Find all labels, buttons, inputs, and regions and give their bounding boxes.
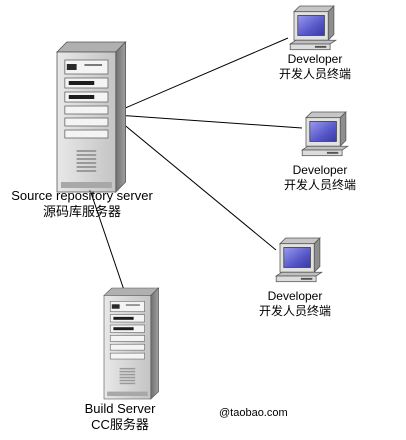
developer-1-label-en: Developer	[287, 52, 343, 66]
developer-2-label: Developer 开发人员终端	[275, 163, 365, 193]
developer-1-label-zh: 开发人员终端	[278, 67, 351, 81]
edge-source-developer-3	[115, 117, 277, 251]
connection-lines	[85, 37, 303, 297]
source-server-label-zh: 源码库服务器	[42, 204, 121, 219]
developer-3-label: Developer 开发人员终端	[250, 289, 340, 319]
developer-1-computer-icon	[289, 5, 337, 51]
developer-1-label: Developer 开发人员终端	[270, 52, 360, 82]
edge-source-build	[85, 177, 127, 297]
source-server-label-en: Source repository server	[11, 188, 153, 203]
developer-2-label-en: Developer	[292, 163, 348, 177]
edge-source-developer-2	[115, 114, 303, 129]
edge-source-developer-1	[115, 37, 289, 113]
build-server-icon	[103, 287, 159, 400]
developer-3-label-en: Developer	[267, 289, 323, 303]
developer-2-computer-icon	[301, 111, 349, 157]
developer-3-computer-icon	[275, 237, 323, 283]
developer-2-label-zh: 开发人员终端	[283, 178, 356, 192]
developer-3-label-zh: 开发人员终端	[258, 304, 331, 318]
build-server-label: Build Server CC服务器	[70, 401, 170, 433]
build-server-label-en: Build Server	[84, 401, 156, 416]
watermark-text: @taobao.com	[219, 407, 288, 419]
source-server-label: Source repository server 源码库服务器	[0, 188, 164, 220]
source-server-icon	[56, 41, 127, 193]
build-server-label-zh: CC服务器	[91, 417, 149, 432]
